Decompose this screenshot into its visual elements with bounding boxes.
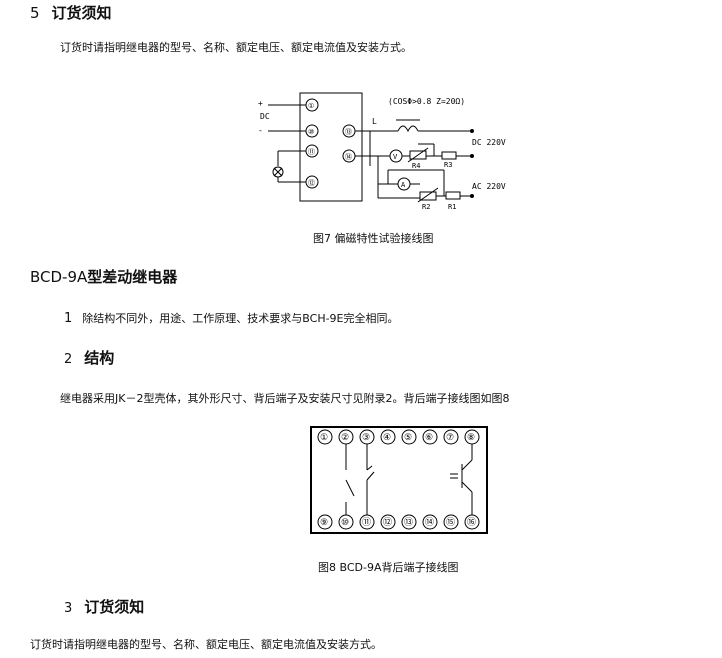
ammeter-label: A <box>401 181 406 189</box>
relay-model: BCD-9A <box>30 268 88 286</box>
relay-name: 型差动继电器 <box>87 268 178 286</box>
item-2-heading: 2 结构 <box>64 347 114 368</box>
bottom-terminal: ⑪ <box>362 517 371 528</box>
top-terminal: ⑧ <box>467 433 475 443</box>
r1-label: R1 <box>448 203 456 211</box>
section-5-heading: 5 订货须知 <box>30 2 112 23</box>
relay-title: BCD-9A型差动继电器 <box>30 266 177 287</box>
item-2-title: 结构 <box>84 349 115 367</box>
cos-label: (COSΦ>0.8 Z=20Ω) <box>388 97 465 106</box>
figure-8-caption: 图8 BCD-9A背后端子接线图 <box>318 561 459 574</box>
terminal-12: ⑫ <box>308 179 315 187</box>
section-number: 5 <box>30 4 40 22</box>
bottom-terminal: ⑯ <box>467 517 476 528</box>
item-1: 1 除结构不同外，用途、工作原理、技术要求与BCH-9E完全相同。 <box>64 310 399 326</box>
bottom-terminal: ⑫ <box>383 517 392 528</box>
terminal-board <box>310 426 488 534</box>
item-1-text: 除结构不同外，用途、工作原理、技术要求与BCH-9E完全相同。 <box>82 312 399 325</box>
item-3-title: 订货须知 <box>84 598 145 616</box>
figure-8-diagram: ① ② ③ ④ ⑤ ⑥ ⑦ ⑧ ⑨ ⑩ ⑪ ⑫ ⑬ ⑭ ⑮ ⑯ <box>310 426 488 534</box>
relay-box <box>299 92 363 202</box>
top-terminal: ⑤ <box>404 433 412 443</box>
order-note-paragraph: 订货时请指明继电器的型号、名称、额定电压、额定电流值及安装方式。 <box>60 41 412 54</box>
top-terminal: ① <box>320 433 328 443</box>
item-3-number: 3 <box>64 601 73 616</box>
ac220-label: AC 220V <box>472 182 506 191</box>
voltmeter-label: V <box>393 153 398 161</box>
figure-7-caption: 图7 偏磁特性试验接线图 <box>313 232 434 245</box>
item-2-number: 2 <box>64 352 73 367</box>
dc-label: DC <box>260 112 270 121</box>
terminal-13: ⑬ <box>345 128 352 136</box>
r4-label: R4 <box>412 162 420 170</box>
section-title: 订货须知 <box>51 4 112 22</box>
inductor-label: L <box>372 117 377 126</box>
bottom-terminal: ⑬ <box>404 517 413 528</box>
item-3-heading: 3 订货须知 <box>64 596 144 617</box>
item-1-number: 1 <box>64 311 73 326</box>
top-terminal: ② <box>341 433 349 443</box>
top-terminal: ③ <box>362 433 370 443</box>
r3-label: R3 <box>444 161 452 169</box>
top-terminal: ⑦ <box>446 433 454 443</box>
structure-paragraph: 继电器采用JK－2型壳体，其外形尺寸、背后端子及安装尺寸见附录2。背后端子接线图… <box>60 392 510 405</box>
terminal-11: ⑪ <box>308 148 315 156</box>
bottom-terminal: ⑮ <box>446 517 455 528</box>
plus-label: + <box>258 99 263 108</box>
figure-7-diagram: + DC - ① ⑩ ⑪ ⑫ ⑬ ⑭ L (COSΦ>0.8 Z=20Ω) DC… <box>258 92 506 211</box>
minus-label: - <box>258 126 263 135</box>
order-note-paragraph-2: 订货时请指明继电器的型号、名称、额定电压、额定电流值及安装方式。 <box>30 638 382 651</box>
terminal-10: ⑩ <box>308 128 314 136</box>
top-terminal: ⑥ <box>425 433 433 443</box>
terminal-14: ⑭ <box>345 153 352 161</box>
bottom-terminal: ⑩ <box>341 518 349 528</box>
bottom-terminal: ⑨ <box>320 518 328 528</box>
dc220-label: DC 220V <box>472 138 506 147</box>
bottom-terminal: ⑭ <box>425 517 434 528</box>
r2-label: R2 <box>422 203 430 211</box>
terminal-1: ① <box>308 102 314 110</box>
top-terminal: ④ <box>383 433 391 443</box>
